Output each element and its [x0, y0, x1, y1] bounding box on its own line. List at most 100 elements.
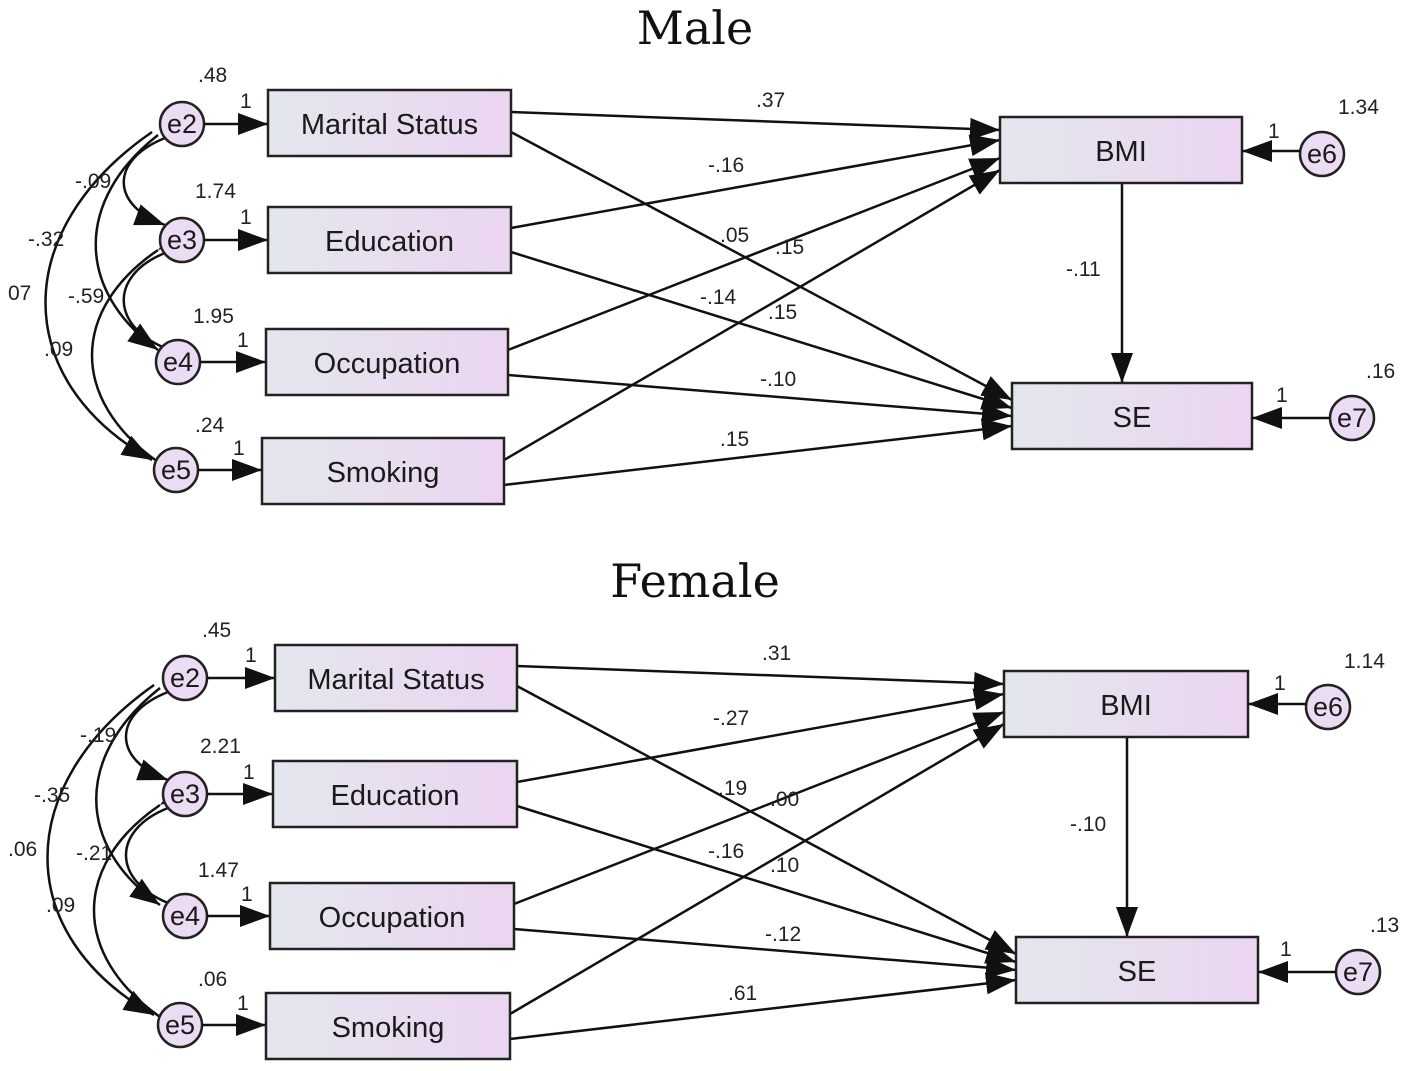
- covariance-label-e3-e4: -.21: [76, 842, 112, 865]
- outcome-label: SE: [1118, 956, 1157, 988]
- observed-box-education: Education: [266, 205, 513, 275]
- error-variance-e4: 1.95: [193, 305, 234, 328]
- coef-marital-bmi: .31: [762, 642, 791, 665]
- covariance-e3-e5: [92, 778, 191, 1019]
- covariance-curves: [44, 116, 197, 464]
- structural-paths: [509, 664, 1138, 1041]
- outcome-label: SE: [1113, 402, 1152, 434]
- structural-paths: [503, 110, 1133, 487]
- coef-occupation-bmi: .00: [770, 788, 799, 811]
- path-occupation-bmi: [513, 710, 1005, 906]
- observed-label: Marital Status: [307, 664, 484, 696]
- outcome-box-se: SE: [1014, 935, 1260, 1005]
- error-path-weight-e6: 1: [1268, 120, 1280, 143]
- error-node-e2: e2: [161, 654, 209, 702]
- error-node-e6: e6: [1298, 130, 1346, 178]
- error-variance-e5: .06: [198, 968, 227, 991]
- error-label: e6: [1307, 139, 1337, 169]
- covariance-label-e2-e4: -.32: [28, 228, 64, 251]
- coef-marital-bmi: .37: [756, 89, 785, 112]
- error-path-weight-e3: 1: [240, 206, 252, 229]
- covariance-curves: [46, 670, 200, 1019]
- error-variance-e2: .48: [198, 64, 227, 87]
- panel-title: Female: [610, 554, 780, 608]
- error-path-weight-e5: 1: [237, 992, 249, 1015]
- error-path-weight-e6: 1: [1274, 672, 1286, 695]
- covariance-e2-e5: [44, 130, 153, 462]
- coef-education-se: -.16: [708, 840, 744, 863]
- covariance-e2-e3: [124, 670, 200, 782]
- panel-female: Female -.19 -.35 .06 -.21 .09 e2 e3 e4 e…: [8, 554, 1399, 1061]
- error-path-weight-e4: 1: [237, 329, 249, 352]
- error-path-weight-e2: 1: [240, 90, 252, 113]
- path-smoking-bmi: [509, 722, 1005, 1016]
- error-label: e4: [163, 347, 193, 377]
- path-marital-bmi: [510, 110, 1001, 140]
- error-variance-e7: .16: [1366, 360, 1395, 383]
- observed-box-marital-status: Marital Status: [273, 643, 519, 713]
- path-marital-bmi: [516, 664, 1005, 694]
- error-label: e2: [170, 663, 200, 693]
- observed-box-marital-status: Marital Status: [266, 88, 513, 158]
- observed-label: Smoking: [332, 1012, 445, 1044]
- coef-smoking-se: .61: [728, 982, 757, 1005]
- covariance-e2-e5: [46, 683, 155, 1017]
- error-path-weight-e5: 1: [233, 437, 245, 460]
- error-variance-e6: 1.14: [1344, 650, 1385, 673]
- error-variance-e3: 2.21: [200, 735, 241, 758]
- coef-bmi-se: -.11: [1066, 258, 1101, 281]
- coef-occupation-bmi: .15: [775, 236, 804, 259]
- error-label: e5: [165, 1010, 195, 1040]
- error-node-e3: e3: [161, 770, 209, 818]
- covariance-e2-e3: [122, 116, 197, 227]
- error-label: e7: [1343, 957, 1373, 987]
- coef-education-bmi: -.16: [708, 154, 744, 177]
- path-occupation-se: [513, 927, 1017, 979]
- coef-smoking-se: .15: [720, 428, 749, 451]
- error-node-e7: e7: [1334, 948, 1382, 996]
- error-node-e3: e3: [158, 216, 206, 264]
- error-node-e2: e2: [158, 100, 206, 148]
- path-marital-se: [516, 684, 1017, 956]
- error-label: e5: [161, 455, 191, 485]
- path-marital-se: [510, 130, 1013, 402]
- observed-label: Smoking: [327, 457, 440, 489]
- error-path-weight-e2: 1: [245, 644, 257, 667]
- observed-label: Occupation: [319, 902, 466, 934]
- outcome-box-bmi: BMI: [1002, 669, 1250, 739]
- observed-label: Education: [331, 780, 460, 812]
- error-label: e3: [170, 779, 200, 809]
- error-label: e7: [1337, 403, 1367, 433]
- panel-title: Male: [637, 1, 753, 55]
- error-path-weight-e3: 1: [243, 761, 255, 784]
- outcome-box-bmi: BMI: [998, 115, 1244, 185]
- coef-education-bmi: -.27: [713, 707, 749, 730]
- error-variance-e3: 1.74: [195, 180, 236, 203]
- observed-label: Education: [325, 226, 454, 258]
- error-node-e5: e5: [152, 446, 200, 494]
- error-path-weight-e4: 1: [241, 883, 253, 906]
- covariance-e3-e5: [90, 223, 189, 464]
- observed-box-occupation: Occupation: [268, 881, 516, 951]
- error-variance-e6: 1.34: [1338, 96, 1379, 119]
- coef-smoking-bmi: .10: [770, 854, 799, 877]
- outcome-label: BMI: [1100, 690, 1152, 722]
- covariance-label-e2-e4: -.35: [34, 784, 70, 807]
- error-label: e3: [167, 225, 197, 255]
- panel-male: Male -.09 -.32 07 -.59 .09 e2 e3 e4: [8, 1, 1395, 506]
- covariance-e3-e4: [122, 251, 166, 350]
- observed-box-occupation: Occupation: [264, 327, 510, 397]
- error-node-e4: e4: [154, 338, 202, 386]
- error-node-e4: e4: [161, 892, 209, 940]
- error-path-weight-e7: 1: [1276, 384, 1288, 407]
- error-variance-e4: 1.47: [198, 859, 239, 882]
- coef-marital-se: .05: [720, 224, 749, 247]
- path-education-se: [516, 804, 1017, 964]
- observed-label: Occupation: [314, 348, 461, 380]
- error-label: e4: [170, 901, 200, 931]
- observed-label: Marital Status: [301, 109, 478, 141]
- coef-occupation-se: -.12: [765, 923, 801, 946]
- path-smoking-se: [509, 972, 1017, 1041]
- error-label: e2: [167, 109, 197, 139]
